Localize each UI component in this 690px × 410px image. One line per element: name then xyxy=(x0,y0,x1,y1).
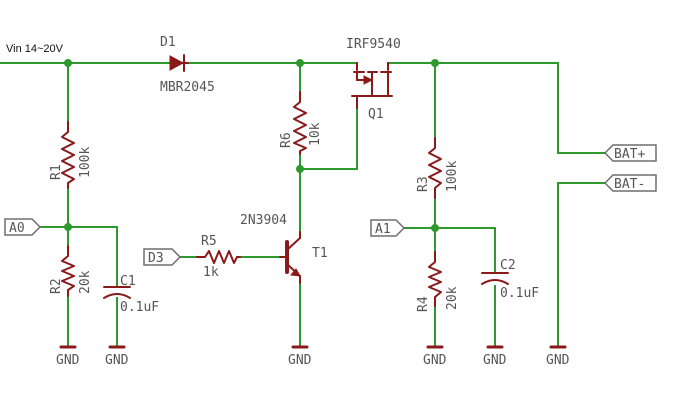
port-bat-plus: BAT+ xyxy=(603,144,657,162)
diode-ref: D1 xyxy=(160,35,176,50)
port-a1: A1 xyxy=(370,219,406,237)
junction-dot xyxy=(296,59,304,67)
r5-value: 1k xyxy=(203,265,219,280)
port-d3-label: D3 xyxy=(148,251,164,266)
junction-dot xyxy=(64,59,72,67)
resistor-r2 xyxy=(61,245,75,297)
transistor-t1 xyxy=(279,231,301,284)
r4-ref: R4 xyxy=(416,296,431,312)
ground-label: GND xyxy=(288,353,312,368)
port-a0: A0 xyxy=(4,218,42,236)
r5-ref: R5 xyxy=(201,234,217,249)
input-voltage-label: Vin 14~20V xyxy=(6,43,64,55)
r1-value: 100k xyxy=(78,147,93,178)
mosfet-q1 xyxy=(351,62,393,109)
junction-dot xyxy=(64,223,72,231)
junction-dot xyxy=(431,59,439,67)
c1-value: 0.1uF xyxy=(120,300,159,315)
resistor-r6 xyxy=(293,91,307,155)
port-bat-minus: BAT- xyxy=(603,174,657,192)
r1-ref: R1 xyxy=(49,164,64,180)
transistor-value: 2N3904 xyxy=(240,213,287,228)
diode-value: MBR2045 xyxy=(160,80,215,95)
mosfet-value: IRF9540 xyxy=(346,37,401,52)
port-d3: D3 xyxy=(143,248,182,266)
ground-label: GND xyxy=(105,353,129,368)
ground-label: GND xyxy=(423,353,447,368)
resistor-r4 xyxy=(428,251,442,307)
c2-ref: C2 xyxy=(500,258,516,273)
port-a1-label: A1 xyxy=(375,222,391,237)
ground-label: GND xyxy=(546,353,570,368)
resistor-r1 xyxy=(61,121,75,189)
wires xyxy=(0,62,606,347)
port-a0-label: A0 xyxy=(9,221,25,236)
r6-ref: R6 xyxy=(279,132,294,148)
r4-value: 20k xyxy=(445,286,460,310)
capacitor-c2 xyxy=(481,272,509,285)
ground-label: GND xyxy=(483,353,507,368)
transistor-ref: T1 xyxy=(312,246,328,261)
r3-ref: R3 xyxy=(416,176,431,192)
port-bat-plus-label: BAT+ xyxy=(614,147,645,162)
resistor-r3 xyxy=(428,137,442,199)
junction-dot xyxy=(431,224,439,232)
junction-dot xyxy=(296,165,304,173)
r6-value: 10k xyxy=(308,122,323,146)
capacitor-c1 xyxy=(103,286,131,299)
c1-ref: C1 xyxy=(120,274,136,289)
diode-d1 xyxy=(169,54,189,72)
r2-ref: R2 xyxy=(49,278,64,294)
ground-label: GND xyxy=(56,353,80,368)
resistor-r5 xyxy=(196,250,241,264)
r2-value: 20k xyxy=(78,270,93,294)
c2-value: 0.1uF xyxy=(500,286,539,301)
port-bat-minus-label: BAT- xyxy=(614,177,645,192)
junctions xyxy=(64,59,439,232)
mosfet-ref: Q1 xyxy=(368,107,384,122)
r3-value: 100k xyxy=(445,161,460,192)
